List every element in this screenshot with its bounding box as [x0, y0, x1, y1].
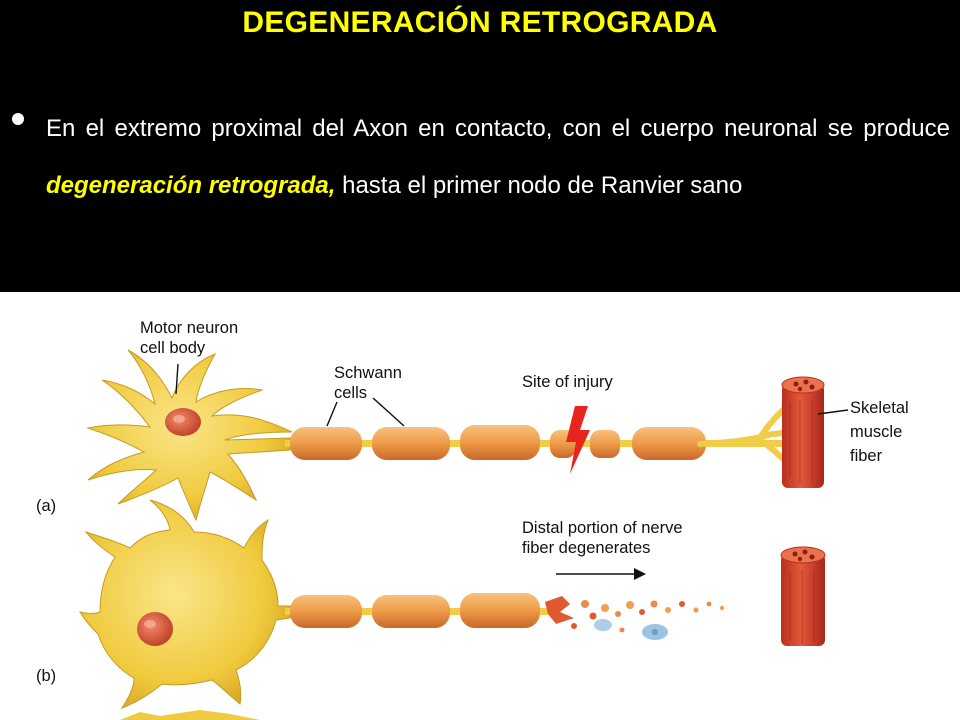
label-skeletal-1: Skeletal: [850, 399, 909, 417]
label-skeletal-muscle: Skeletal muscle fiber: [850, 399, 913, 465]
nucleus-a: [165, 408, 201, 436]
bullet-text-after: hasta el primer nodo de Ranvier sano: [335, 172, 743, 199]
neuron-cell-body-b: [78, 499, 291, 710]
label-motor-neuron-2: cell body: [140, 339, 206, 357]
degeneration-debris: [545, 596, 725, 640]
next-panel-crop: [120, 710, 260, 720]
label-distal-1: Distal portion of nerve: [522, 519, 683, 537]
injury-bolt-icon: [566, 406, 590, 474]
schwann-cells-a: [290, 425, 706, 460]
slide-title: DEGENERACIÓN RETROGRADA: [242, 6, 718, 39]
figure-svg: Motor neuron cell body Schwann cells Sit…: [36, 319, 913, 720]
label-site-of-injury: Site of injury: [522, 373, 614, 391]
label-distal-2: fiber degenerates: [522, 539, 650, 557]
muscle-fiber-b: [780, 546, 826, 646]
bullet-dot-icon: [12, 113, 24, 125]
neuron-degeneration-figure: Motor neuron cell body Schwann cells Sit…: [0, 292, 960, 720]
muscle-fiber-a: [781, 376, 825, 488]
label-schwann-1: Schwann: [334, 364, 402, 382]
bullet-emphasis: degeneración retrograda,: [46, 172, 336, 199]
bullet-text-before: En el extremo proximal del Axon en conta…: [46, 115, 950, 142]
label-panel-a: (a): [36, 497, 56, 515]
leader-lines-a: [175, 363, 849, 427]
label-skeletal-3: fiber: [850, 447, 883, 465]
schwann-cells-b: [290, 593, 540, 628]
panel-a: Motor neuron cell body Schwann cells Sit…: [36, 319, 913, 522]
nucleus-b: [137, 612, 173, 646]
bullet-point: En el extremo proximal del Axon en conta…: [12, 100, 950, 214]
panel-b: Distal portion of nerve fiber degenerate…: [36, 499, 826, 720]
arrow-icon: [556, 568, 646, 580]
label-motor-neuron-1: Motor neuron: [140, 319, 238, 337]
label-motor-neuron: Motor neuron cell body: [140, 319, 243, 357]
label-schwann-cells: Schwann cells: [334, 364, 406, 402]
label-distal-portion: Distal portion of nerve fiber degenerate…: [522, 519, 687, 557]
label-panel-b: (b): [36, 667, 56, 685]
neuron-cell-body-a: [86, 349, 293, 522]
bullet-text: En el extremo proximal del Axon en conta…: [46, 100, 950, 214]
label-schwann-2: cells: [334, 384, 367, 402]
label-skeletal-2: muscle: [850, 423, 902, 441]
